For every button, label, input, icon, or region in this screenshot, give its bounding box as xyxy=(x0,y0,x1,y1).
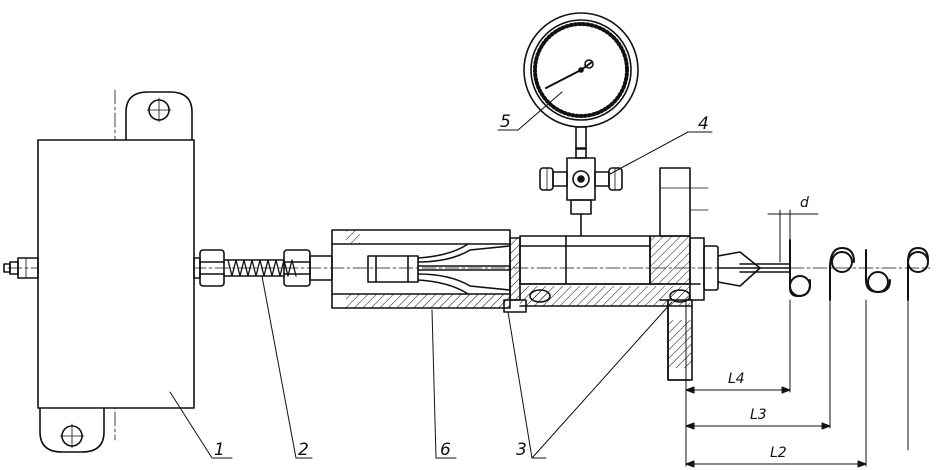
wire-hooks xyxy=(779,209,929,301)
dimension-lines xyxy=(685,213,909,468)
valve-item4 xyxy=(539,147,623,237)
left-fitting xyxy=(3,257,39,279)
callout-5: 5 xyxy=(500,112,511,132)
dimension-d-label: d xyxy=(800,195,809,211)
central-sleeve xyxy=(519,235,701,307)
cylinder-body-item6 xyxy=(331,229,511,309)
flange xyxy=(649,167,709,381)
dimension-l3-label: L3 xyxy=(750,407,767,423)
callout-4: 4 xyxy=(698,114,709,134)
callout-1: 1 xyxy=(214,440,225,460)
housing-box-item1 xyxy=(37,91,195,453)
callout-3: 3 xyxy=(516,440,527,460)
right-fitting xyxy=(703,245,791,291)
dimension-l2-label: L2 xyxy=(770,445,787,461)
callout-2: 2 xyxy=(298,440,309,460)
callout-6: 6 xyxy=(440,440,451,460)
dimension-l4-label: L4 xyxy=(728,371,745,387)
callout-leaders xyxy=(169,91,713,459)
pressure-gauge-item5 xyxy=(523,12,639,150)
